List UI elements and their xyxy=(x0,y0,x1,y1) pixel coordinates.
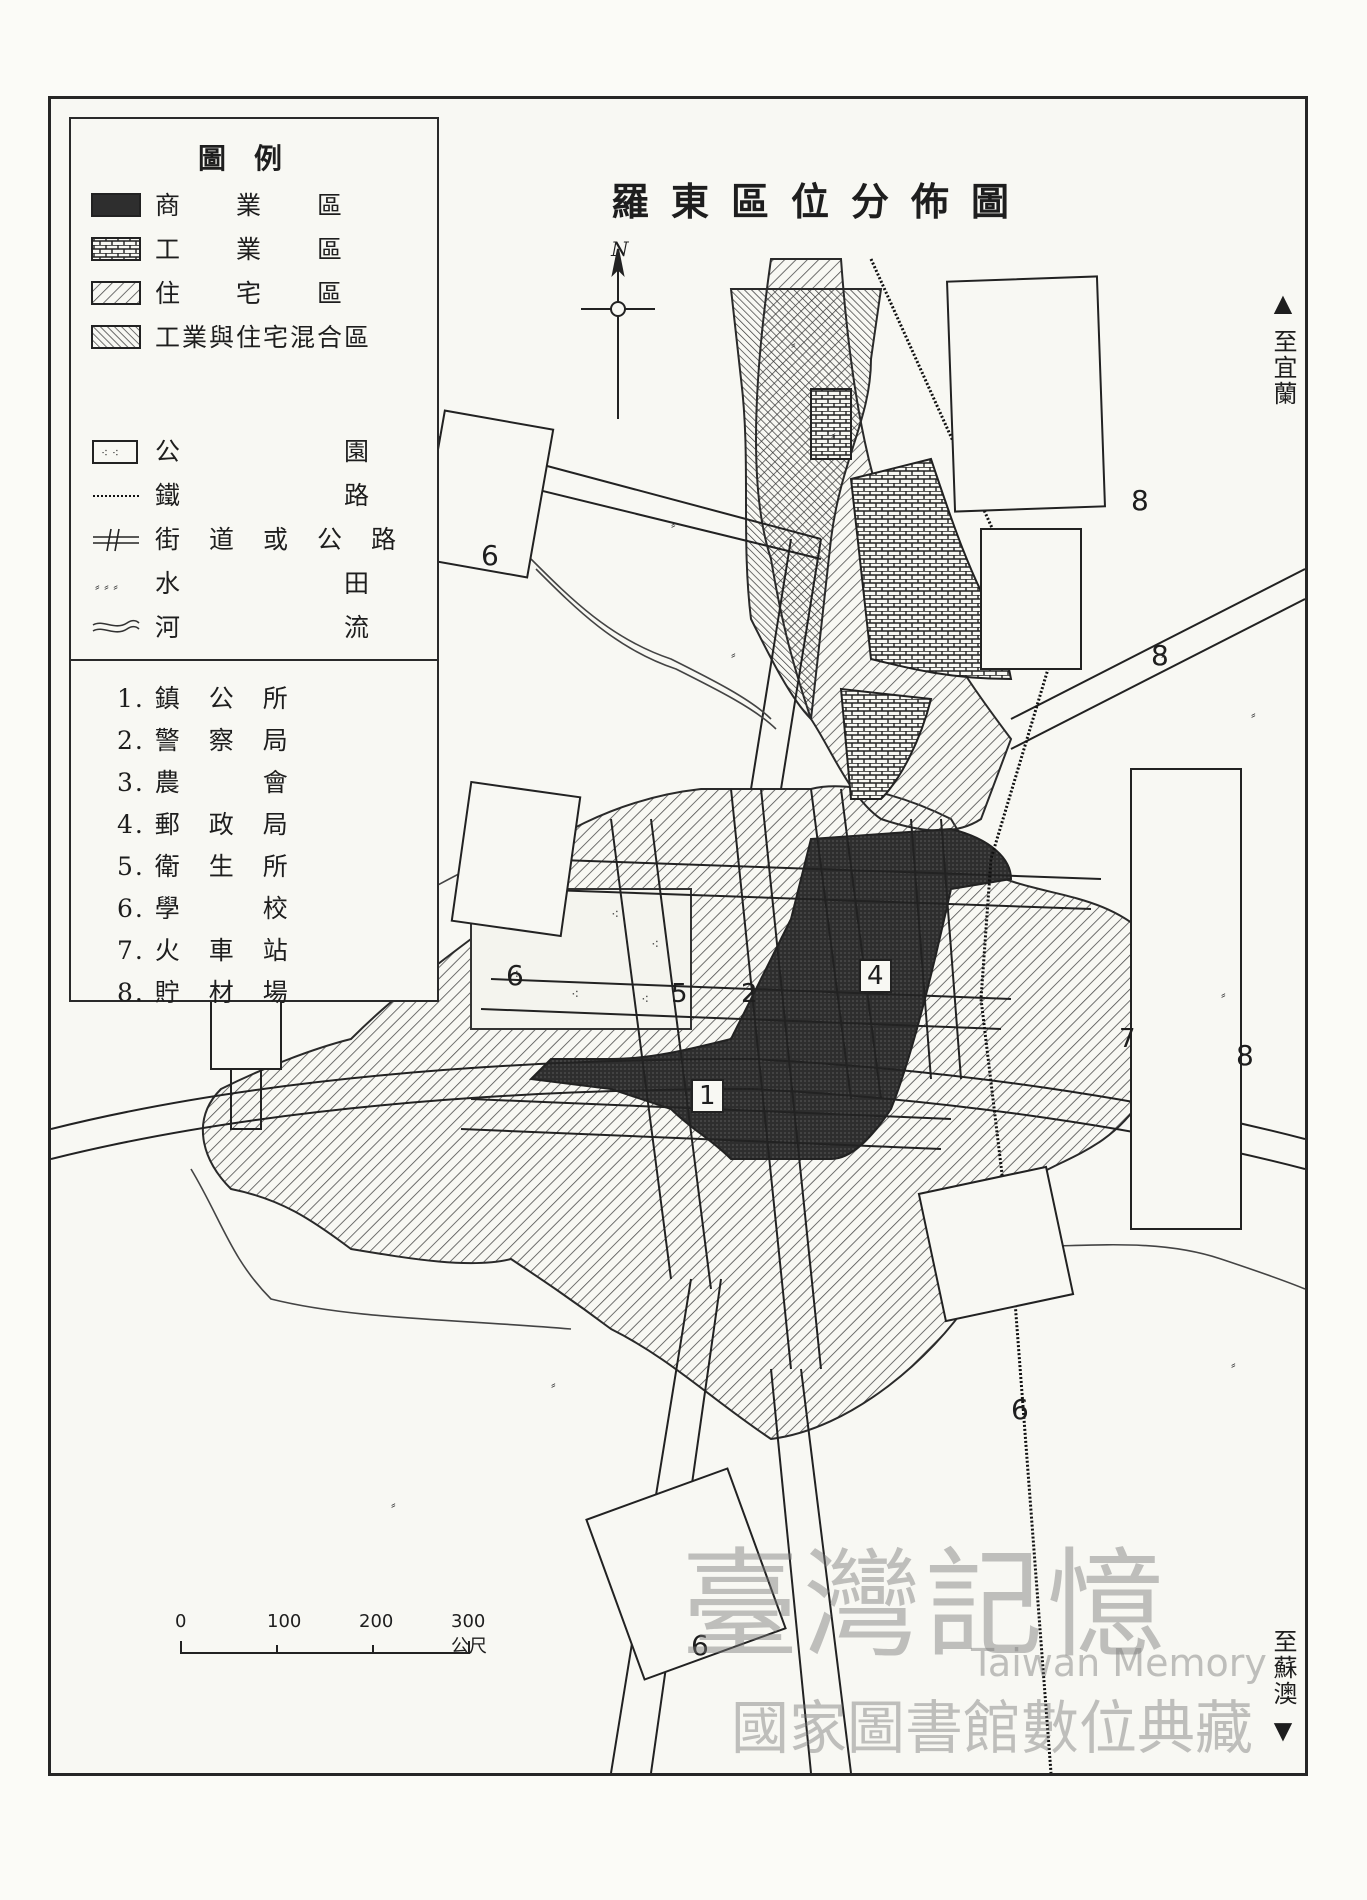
svg-text:⁖: ⁖ xyxy=(571,987,579,1003)
residential-swatch-icon xyxy=(91,281,141,305)
legend-row-industrial: 工 業 區 xyxy=(91,233,421,267)
direction-to-yilan: ▲ 至宜蘭 xyxy=(1266,289,1301,407)
marker-school: 6 xyxy=(1011,1393,1029,1426)
commercial-swatch-icon xyxy=(91,193,141,217)
school-4 xyxy=(585,1467,787,1681)
mixed-swatch-icon xyxy=(91,325,141,349)
svg-text:⸗: ⸗ xyxy=(671,517,676,533)
svg-text:⸗: ⸗ xyxy=(1161,647,1166,663)
marker-health-office: 5 xyxy=(671,979,688,1009)
marker-school: 6 xyxy=(481,539,499,572)
park-icon: ⁖ ⁖ xyxy=(92,440,138,464)
legend-number-8: 8. 貯 材 場 xyxy=(117,978,290,1007)
legend-label: 住 宅 區 xyxy=(155,279,345,308)
map-frame: ⁖ ⁖ ⁖ ⁖ ⁖ ⁖ ⁖ xyxy=(48,96,1308,1776)
shrine-approach xyxy=(230,1068,262,1130)
scale-tick-label: 0 xyxy=(175,1611,187,1632)
direction-label: 至蘇澳 xyxy=(1269,1629,1297,1707)
north-label: N xyxy=(611,237,629,261)
legend-label: 鐵 路 xyxy=(155,481,372,510)
legend-label: 河 流 xyxy=(155,613,372,642)
scale-tick-label: 100 xyxy=(267,1611,302,1632)
marker-storage: 8 xyxy=(1236,1039,1254,1072)
school-3 xyxy=(917,1165,1075,1323)
legend-number-6: 6. 學 校 xyxy=(117,894,290,923)
legend-row-park: ⁖ ⁖ 公 園 xyxy=(91,435,421,469)
industrial-zone-south xyxy=(839,687,933,800)
legend-row-commercial: 商 業 區 xyxy=(91,189,421,223)
legend-number-3: 3. 農 會 xyxy=(117,768,290,797)
legend-number-1: 1. 鎮 公 所 xyxy=(117,684,290,713)
svg-text:⸗: ⸗ xyxy=(1221,987,1226,1003)
svg-text:⁖: ⁖ xyxy=(641,992,649,1008)
compass-icon xyxy=(581,248,655,419)
map-title: 羅東區位分佈圖 xyxy=(611,179,1032,224)
scale-line xyxy=(180,1641,470,1654)
legend-row-paddy: ⸗ ⸗ ⸗ 水 田 xyxy=(91,567,421,601)
svg-text:⸗: ⸗ xyxy=(831,427,836,443)
svg-text:⸗ ⸗ ⸗: ⸗ ⸗ ⸗ xyxy=(95,579,118,595)
commercial-zone xyxy=(528,827,1013,1160)
legend-label: 街 道 或 公 路 xyxy=(155,525,399,554)
scale-bar: 0 100 200 300 公尺 xyxy=(175,1611,505,1671)
school-2 xyxy=(450,780,582,938)
legend-number-4: 4. 郵 政 局 xyxy=(117,810,290,839)
legend-number-2: 2. 警 察 局 xyxy=(117,726,290,755)
legend-number-7: 7. 火 車 站 xyxy=(117,936,290,965)
legend-divider xyxy=(71,659,437,661)
industrial-swatch-icon xyxy=(91,237,141,261)
railway-icon xyxy=(93,495,139,497)
marker-town-office: 1 xyxy=(691,1079,724,1113)
industrial-zone-mid xyxy=(810,388,852,460)
legend: 圖例 商 業 區 工 業 區 住 宅 區 工業與住宅混合區 xyxy=(69,117,439,1007)
legend-number-5: 5. 衛 生 所 xyxy=(117,852,290,881)
svg-text:⁖: ⁖ xyxy=(651,937,659,953)
storage-yard-1 xyxy=(945,275,1107,513)
marker-post-office: 4 xyxy=(859,959,892,993)
legend-row-railway: 鐵 路 xyxy=(91,479,421,513)
legend-label: 公 園 xyxy=(155,437,372,466)
marker-storage: 8 xyxy=(1151,639,1169,672)
direction-label: 至宜蘭 xyxy=(1269,328,1297,407)
scale-tick-label: 200 xyxy=(359,1611,394,1632)
street-grid xyxy=(51,418,1305,1773)
arrow-up-icon: ▲ xyxy=(1269,289,1297,319)
map-canvas: ⁖ ⁖ ⁖ ⁖ ⁖ ⁖ ⁖ xyxy=(51,248,1305,1773)
direction-to-suao: 至蘇澳 ▼ xyxy=(1266,1629,1301,1747)
svg-text:⸗: ⸗ xyxy=(391,1497,396,1513)
marker-station: 7 xyxy=(1119,1024,1136,1054)
svg-text:⸗: ⸗ xyxy=(1231,1357,1236,1373)
legend-label: 工 業 區 xyxy=(155,235,345,264)
legend-row-river: 河 流 xyxy=(91,611,421,645)
river-icon xyxy=(92,619,140,633)
storage-yard-3 xyxy=(1130,768,1242,1230)
paddy-icon: ⸗ ⸗ ⸗ xyxy=(95,579,118,595)
svg-text:⁖: ⁖ xyxy=(611,907,619,923)
marker-school: 6 xyxy=(691,1629,709,1662)
legend-label: 工業與住宅混合區 xyxy=(155,323,372,352)
legend-title: 圖例 xyxy=(197,142,310,175)
legend-row-residential: 住 宅 區 xyxy=(91,277,421,311)
svg-text:⸗: ⸗ xyxy=(1251,707,1256,723)
svg-text:⁖: ⁖ xyxy=(511,967,519,983)
legend-row-street: 街 道 或 公 路 xyxy=(91,523,421,557)
svg-text:⸗: ⸗ xyxy=(731,647,736,663)
svg-text:⸗: ⸗ xyxy=(791,337,796,353)
svg-text:⁖ ⁖: ⁖ ⁖ xyxy=(101,446,119,460)
svg-text:⸗: ⸗ xyxy=(551,1377,556,1393)
marker-storage: 8 xyxy=(1131,484,1149,517)
arrow-down-icon: ▼ xyxy=(1269,1716,1297,1747)
storage-yard-2 xyxy=(980,528,1082,670)
marker-school: 6 xyxy=(506,959,524,992)
legend-row-mixed: 工業與住宅混合區 xyxy=(91,321,421,355)
legend-label: 水 田 xyxy=(155,569,372,598)
marker-police: 2 xyxy=(741,979,758,1009)
legend-label: 商 業 區 xyxy=(155,191,345,220)
street-icon xyxy=(93,528,139,552)
